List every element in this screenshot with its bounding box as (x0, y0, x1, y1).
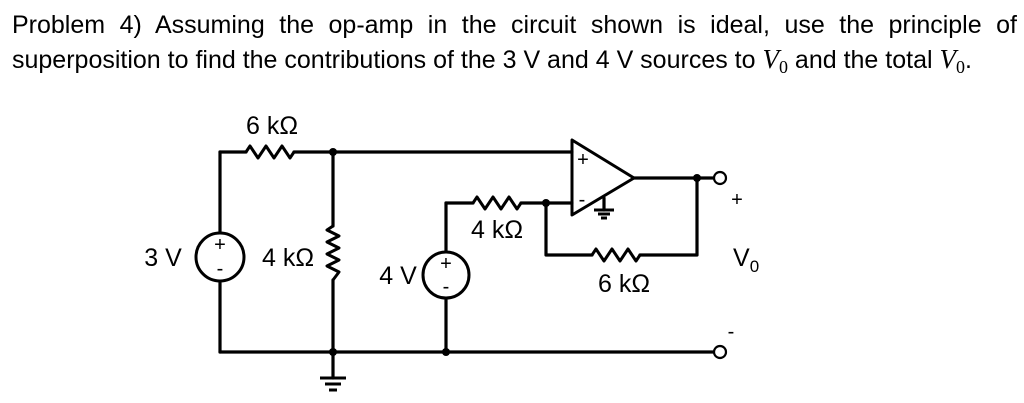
output-plus-label: + (731, 189, 743, 211)
source-3v-circle (194, 231, 246, 283)
resistor-feedback-6k (590, 247, 642, 263)
label-r-feedback: 6 kΩ (598, 270, 650, 298)
label-r-top: 6 kΩ (246, 112, 298, 140)
opamp-ground-icon (594, 208, 614, 220)
source-4v-circle (421, 250, 471, 300)
junction-top (329, 148, 337, 156)
junction-output (693, 174, 701, 182)
wires (218, 150, 715, 380)
problem-statement: Problem 4) Assuming the op-amp in the ci… (12, 11, 1017, 77)
resistor-input-4k (471, 195, 523, 211)
output-vo-label: V0 (733, 244, 759, 276)
opamp-triangle (570, 138, 636, 217)
junction-bottom-shunt (329, 348, 337, 356)
output-minus-label: - (728, 321, 735, 343)
output-terminal-top (712, 170, 728, 186)
source-3v-minus: - (217, 258, 224, 280)
label-r-shunt: 4 kΩ (262, 244, 314, 272)
source-4v-minus: - (443, 276, 450, 298)
junction-bottom-4v (442, 348, 450, 356)
output-terminal-bottom (712, 344, 728, 360)
label-src-4v: 4 V (379, 262, 417, 290)
resistor-shunt-4k (325, 224, 341, 281)
source-3v-plus: + (214, 234, 226, 256)
wire-feedback-right (638, 176, 699, 257)
ground-icon (320, 376, 346, 392)
v0-symbol-total: V0 (939, 44, 965, 77)
source-4v: + - (421, 250, 471, 300)
source-4v-plus: + (440, 253, 452, 275)
wire-feedback-left (544, 201, 594, 257)
junction-inverting (542, 199, 550, 207)
junctions (329, 148, 701, 356)
opamp: + - (570, 138, 636, 220)
v0-symbol: V0 (762, 44, 788, 77)
label-src-3v: 3 V (144, 244, 182, 272)
opamp-plus-label: + (577, 149, 589, 171)
resistor-top-6k (244, 144, 296, 160)
source-3v: + - (194, 231, 246, 283)
label-r-input: 4 kΩ (471, 216, 523, 244)
opamp-minus-label: - (579, 189, 586, 211)
